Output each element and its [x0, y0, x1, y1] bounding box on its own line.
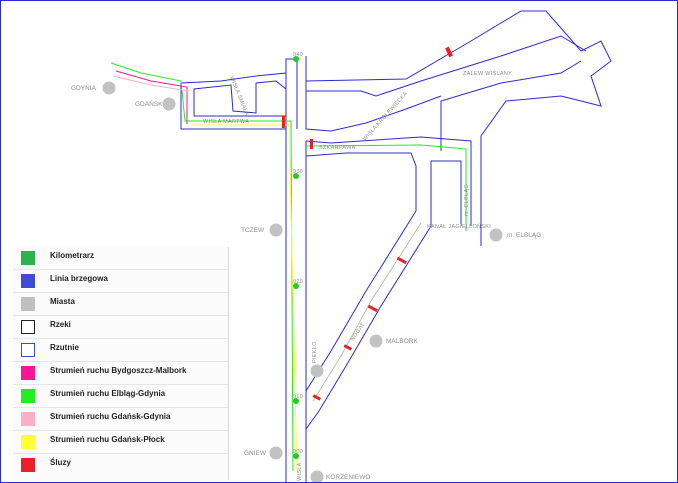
- legend-label: Strumień ruchu Elbląg-Gdynia: [50, 389, 166, 398]
- city-dot-gniew: [269, 446, 283, 460]
- shoreline-lagoon: [305, 10, 612, 246]
- swatch-elblag-gdynia: [21, 389, 35, 403]
- km-marker: [293, 398, 299, 404]
- swatch-gdansk-gdynia: [21, 412, 35, 426]
- legend-label: Rzutnie: [50, 343, 79, 352]
- lock-3: [310, 139, 313, 149]
- legend-item-gdansk-plock[interactable]: Strumień ruchu Gdańsk-Płock: [13, 431, 228, 454]
- lock-4: [396, 256, 407, 265]
- city-dot-gdynia: [102, 81, 116, 95]
- stream-nogat: [312, 222, 422, 402]
- city-dot-gdansk: [162, 97, 176, 111]
- lock-2: [282, 116, 285, 128]
- stream-gdansk-gdynia: [112, 75, 190, 92]
- legend-label: Strumień ruchu Gdańsk-Gdynia: [50, 412, 171, 421]
- legend-label: Miasta: [50, 297, 75, 306]
- swatch-gdansk-plock: [21, 435, 35, 449]
- traffic-streams: [110, 62, 467, 472]
- legend-item-sluzy[interactable]: Śluzy: [13, 454, 228, 476]
- legend-item-rzutnie[interactable]: Rzutnie: [13, 339, 228, 362]
- label-wisla: WISŁA: [297, 462, 303, 481]
- lock-5: [367, 304, 378, 313]
- km-markers: 940 930 920 910 900: [293, 52, 303, 459]
- swatch-linia-brzegowa: [21, 274, 35, 288]
- lock-6: [343, 344, 353, 351]
- city-label-gniew: GNIEW: [244, 450, 267, 457]
- km-marker: [293, 173, 299, 179]
- lock-1: [445, 46, 453, 58]
- swatch-miasta: [21, 297, 35, 311]
- label-szkarpawa: SZKARPAWA: [319, 145, 355, 151]
- legend-item-miasta[interactable]: Miasta: [13, 293, 228, 316]
- cities: GDYNIA GDAŃSK TCZEW m. ELBLĄG MALBORK GN…: [71, 81, 541, 482]
- label-kanal-jagiellonski: KANAŁ JAGIELLOŃSKI: [427, 223, 491, 230]
- legend-label: Linia brzegowa: [50, 274, 108, 283]
- swatch-bydgoszcz-malbork: [21, 366, 35, 380]
- city-label-korzeniewo: KORZENIEWO: [326, 474, 370, 481]
- label-rz-elblag: rz. ELBLĄG: [464, 184, 470, 216]
- city-dot-malbork: [369, 334, 383, 348]
- city-label-tczew: TCZEW: [241, 227, 265, 234]
- water-labels: ZALEW WIŚLANY WISŁA MARTWA WISŁA ŚMIAŁA …: [203, 69, 512, 481]
- city-dot-tczew: [269, 223, 283, 237]
- swatch-rzutnie: [21, 343, 35, 357]
- label-zalew: ZALEW WIŚLANY: [463, 69, 512, 77]
- km-marker: [293, 283, 299, 289]
- lock-7: [312, 394, 322, 401]
- nogat-river: [305, 210, 432, 430]
- legend-item-bydgoszcz-malbork[interactable]: Strumień ruchu Bydgoszcz-Malbork: [13, 362, 228, 385]
- legend-item-rzeki[interactable]: Rzeki: [13, 316, 228, 339]
- legend-item-kilometrarz[interactable]: Kilometrarz: [13, 247, 228, 270]
- vistula-river: [285, 59, 307, 482]
- label-wisla-martwa: WISŁA MARTWA: [203, 119, 249, 125]
- label-pieklo: PIEKŁO: [312, 341, 318, 363]
- km-marker: [293, 453, 299, 459]
- legend-item-linia-brzegowa[interactable]: Linia brzegowa: [13, 270, 228, 293]
- legend-item-elblag-gdynia[interactable]: Strumień ruchu Elbląg-Gdynia: [13, 385, 228, 408]
- legend-label: Strumień ruchu Gdańsk-Płock: [50, 435, 165, 444]
- stream-szkarpawa: [305, 144, 467, 231]
- swatch-sluzy: [21, 458, 35, 472]
- swatch-kilometrarz: [21, 251, 35, 265]
- szkarpawa-channel: [305, 136, 472, 226]
- stream-bydgoszcz-malbork: [115, 70, 188, 124]
- city-dot-elblag: [489, 228, 503, 242]
- legend-label: Rzeki: [50, 320, 71, 329]
- label-wisla-krolewiecka: WISŁA KRÓLEWIECKA: [361, 90, 409, 142]
- stream-elblag-gdynia: [110, 62, 294, 472]
- locks: [282, 46, 453, 401]
- map-legend: Kilometrarz Linia brzegowa Miasta Rzeki …: [13, 247, 229, 480]
- legend-label: Śluzy: [50, 458, 71, 467]
- legend-item-gdansk-gdynia[interactable]: Strumień ruchu Gdańsk-Gdynia: [13, 408, 228, 431]
- km-label: 930: [293, 169, 303, 175]
- km-label: 940: [293, 52, 303, 58]
- city-dot-korzeniewo: [310, 470, 324, 482]
- km-label: 900: [293, 449, 303, 455]
- city-label-malbork: MALBORK: [386, 338, 418, 345]
- km-marker: [293, 56, 299, 62]
- legend-label: Kilometrarz: [50, 251, 95, 260]
- city-label-gdynia: GDYNIA: [71, 85, 97, 92]
- km-label: 920: [293, 279, 303, 285]
- km-label: 910: [293, 394, 303, 400]
- city-label-gdansk: GDAŃSK: [135, 99, 163, 108]
- stream-gdansk-plock: [191, 124, 298, 472]
- city-dot-pieklo: [310, 364, 324, 378]
- legend-label: Strumień ruchu Bydgoszcz-Malbork: [50, 366, 187, 375]
- swatch-rzeki: [21, 320, 35, 334]
- city-label-elblag: m. ELBLĄG: [507, 232, 541, 239]
